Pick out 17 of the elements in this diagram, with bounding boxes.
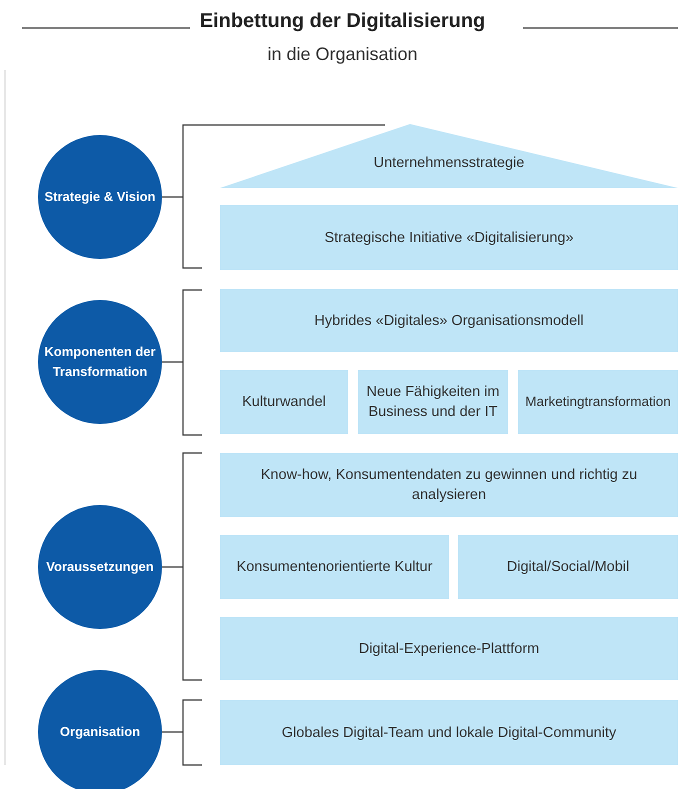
content-box: Kulturwandel (220, 370, 348, 434)
content-box: Strategische Initiative «Digitalisierung» (220, 205, 678, 270)
node-label: Unternehmensstrategie (374, 154, 524, 173)
content-box: Hybrides «Digitales» Organisationsmodell (220, 289, 678, 352)
content-box: Marketingtransformation (518, 370, 678, 434)
content-box: Know-how, Konsumentendaten zu gewinnen und richtig zu analysieren (220, 453, 678, 517)
category-circle: Organisation (38, 670, 162, 789)
category-circle: Strategie & Vision (38, 135, 162, 259)
content-box: Neue Fähigkeiten im Business und der IT (358, 370, 508, 434)
category-circle: Voraussetzungen (38, 505, 162, 629)
roof-triangle (220, 124, 678, 188)
content-box: Konsumentenorientierte Kultur (220, 535, 449, 599)
category-circle: Komponenten der Transformation (38, 300, 162, 424)
content-box: Digital-Experience-Plattform (220, 617, 678, 680)
content-box: Digital/Social/Mobil (458, 535, 678, 599)
subtitle: in die Organisation (267, 44, 418, 64)
content-box: Globales Digital-Team und lokale Digital-Community (220, 700, 678, 765)
